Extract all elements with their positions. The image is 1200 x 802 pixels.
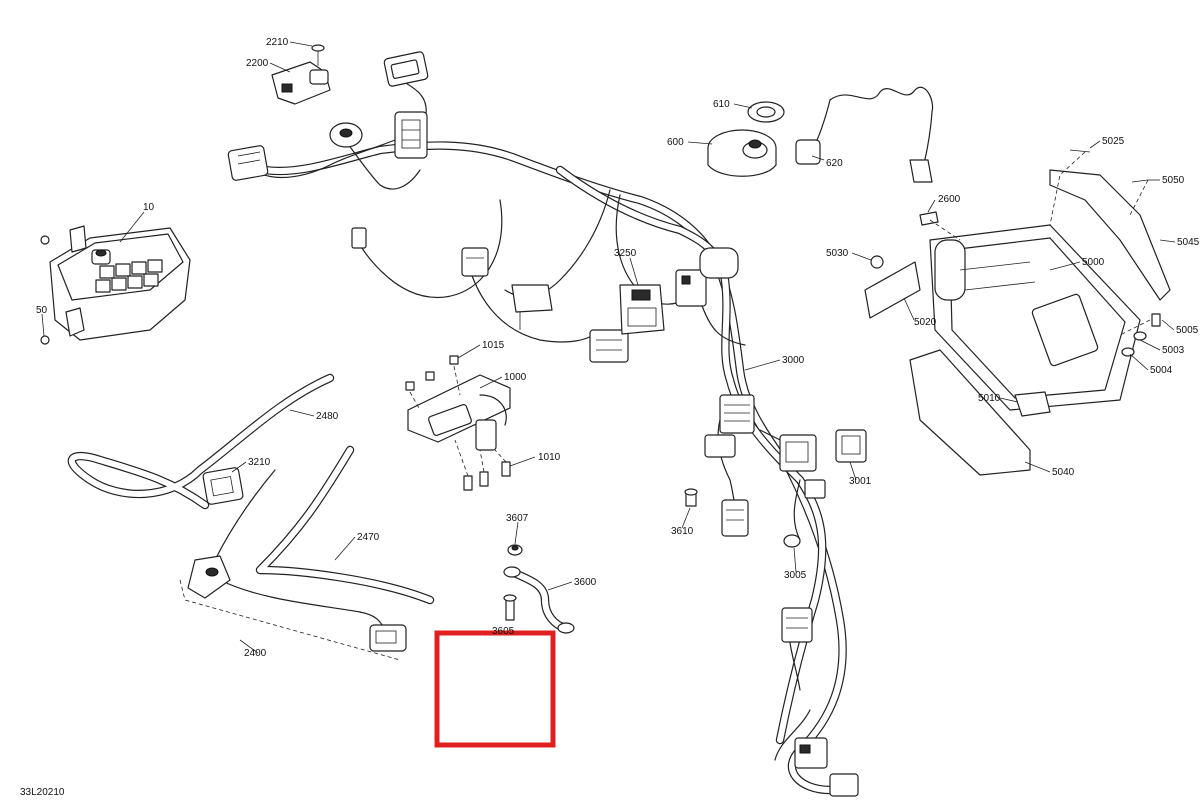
nut-3607 (507, 544, 523, 556)
callout-5000: 5000 (1082, 257, 1105, 268)
callout-5010: 5010 (978, 393, 1001, 404)
callout-5030: 5030 (826, 248, 849, 259)
callout-labels: 2210 2200 610 600 620 5025 5050 10 2600 … (36, 37, 1200, 659)
fuse-slots (95, 259, 163, 293)
connector-round (329, 122, 363, 148)
callout-3250: 3250 (614, 248, 637, 259)
callout-3605: 3605 (492, 626, 515, 637)
callout-2400: 2400 (244, 648, 267, 659)
callout-10: 10 (143, 202, 155, 213)
ecu-leader-lines (929, 151, 1151, 336)
connector-main-upper (394, 111, 428, 159)
callout-3001: 3001 (849, 476, 872, 487)
callout-3610: 3610 (671, 526, 694, 537)
main-wiring-harness (244, 79, 847, 795)
callout-1010: 1010 (538, 452, 561, 463)
connector-3210 (202, 467, 244, 505)
callout-1000: 1000 (504, 372, 527, 383)
connector-left-branch (351, 227, 367, 249)
callout-5020: 5020 (914, 317, 937, 328)
relay-1000 (405, 355, 511, 491)
lanyard-620 (795, 86, 934, 183)
callout-2480: 2480 (316, 411, 339, 422)
fuse-box-module (40, 225, 191, 345)
callout-5045: 5045 (1177, 237, 1200, 248)
connector-lower-1 (781, 607, 813, 643)
nut-3005 (783, 534, 801, 548)
connector-middle (461, 247, 489, 277)
callout-5025: 5025 (1102, 136, 1125, 147)
callout-2470: 2470 (357, 532, 380, 543)
connector-top-left (227, 145, 269, 181)
harness-2400 (179, 469, 407, 661)
relay-fasteners (405, 355, 511, 491)
callout-1015: 1015 (482, 340, 505, 351)
ecu-fasteners (870, 149, 1161, 357)
connector-cluster-3000 (704, 394, 826, 537)
harness-2470 (255, 445, 435, 605)
callout-600: 600 (667, 137, 684, 148)
connector-top (383, 51, 429, 87)
connector-lower-2 (794, 737, 859, 797)
callout-5050: 5050 (1162, 175, 1185, 186)
connector-bracket (511, 284, 553, 330)
bracket-5020 (864, 261, 921, 319)
connectors (227, 51, 859, 797)
highlight-box (434, 630, 556, 748)
callout-3607: 3607 (506, 513, 529, 524)
sensor-2200 (271, 44, 331, 105)
callout-3000: 3000 (782, 355, 805, 366)
connector-3250 (619, 284, 665, 335)
callout-610: 610 (713, 99, 730, 110)
bracket-5040 (909, 349, 1031, 476)
callout-2200: 2200 (246, 58, 269, 69)
callout-5040: 5040 (1052, 467, 1075, 478)
callout-5005: 5005 (1176, 325, 1199, 336)
ecu-module (929, 224, 1141, 417)
callout-3210: 3210 (248, 457, 271, 468)
grommet-610 (747, 101, 785, 123)
bracket-5045 (1049, 169, 1171, 301)
harness-2480 (67, 373, 335, 510)
callout-5004: 5004 (1150, 365, 1173, 376)
switch-600 (707, 129, 777, 177)
callout-5003: 5003 (1162, 345, 1185, 356)
connector-lower-left (589, 329, 629, 363)
connector-3001 (835, 429, 867, 463)
bolt-3610 (684, 488, 698, 507)
callout-2210: 2210 (266, 37, 289, 48)
callout-50: 50 (36, 305, 48, 316)
bolt-3605 (503, 594, 517, 621)
callout-3600: 3600 (574, 577, 597, 588)
ground-cable-3600 (503, 566, 575, 634)
callout-2600: 2600 (938, 194, 961, 205)
connector-junction (675, 247, 739, 307)
callout-3005: 3005 (784, 570, 807, 581)
callout-leaders (41, 41, 1176, 654)
callout-620: 620 (826, 158, 843, 169)
drawing-id: 33L20210 (20, 787, 65, 798)
